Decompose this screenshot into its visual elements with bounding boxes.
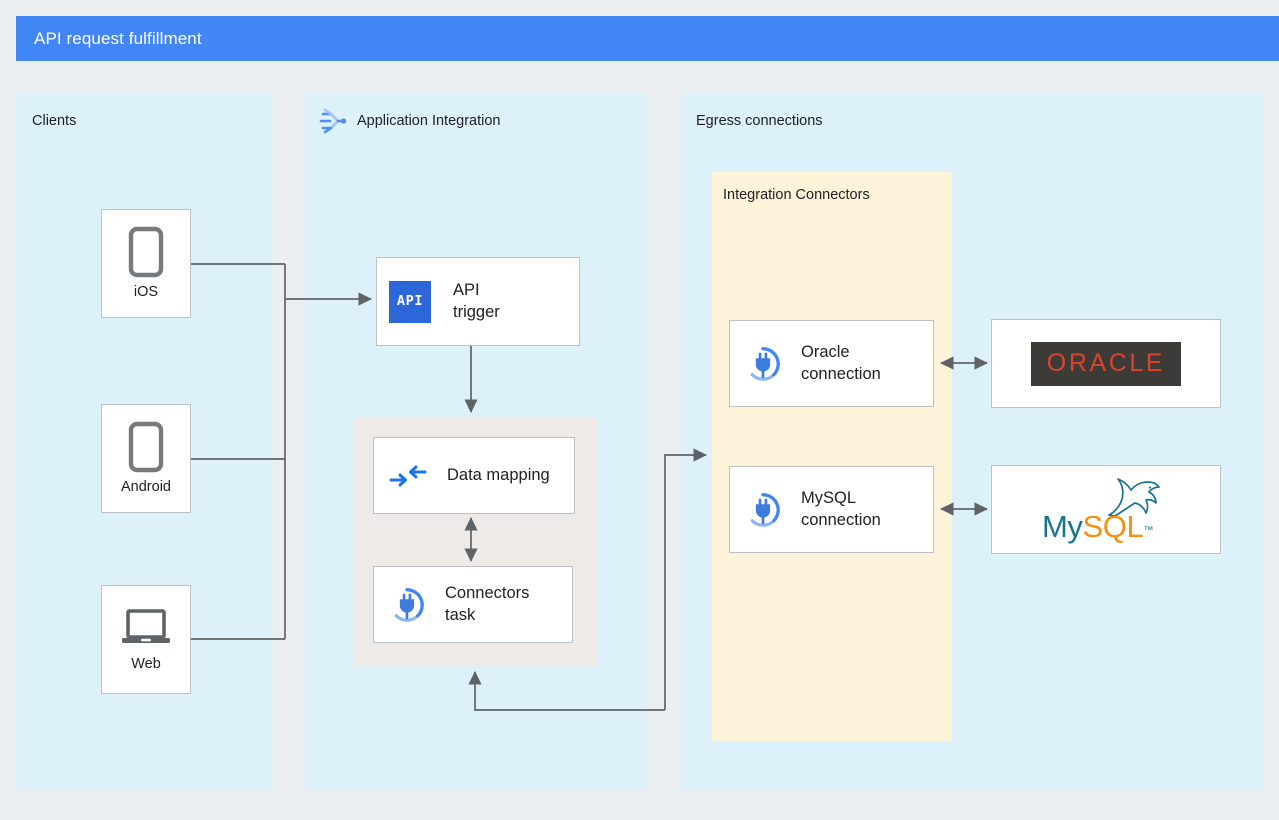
client-card-web[interactable]: Web bbox=[101, 585, 191, 694]
client-card-android[interactable]: Android bbox=[101, 404, 191, 513]
node-data-mapping[interactable]: Data mapping bbox=[373, 437, 575, 514]
oracle-wordmark: ORACLE bbox=[1046, 348, 1166, 377]
title-bar: API request fulfillment bbox=[16, 16, 1279, 61]
node-api-trigger[interactable]: API API trigger bbox=[376, 257, 580, 346]
subpanel-integration-connectors bbox=[712, 172, 952, 742]
connector-plug-icon bbox=[388, 586, 426, 624]
api-icon-text: API bbox=[396, 292, 424, 309]
application-integration-icon bbox=[317, 105, 349, 137]
node-label-oracle-connection: Oracle connection bbox=[801, 343, 881, 383]
connector-plug-icon bbox=[744, 345, 782, 383]
client-label-android: Android bbox=[121, 479, 171, 495]
mysql-logo: MySQL™ bbox=[1031, 472, 1181, 548]
phone-icon bbox=[128, 421, 164, 473]
node-mysql-connection[interactable]: MySQL connection bbox=[729, 466, 934, 553]
node-label-connectors-task: Connectors task bbox=[445, 584, 530, 624]
mysql-wordmark-sql: SQL bbox=[1082, 508, 1144, 544]
node-connectors-task[interactable]: Connectors task bbox=[373, 566, 573, 643]
node-label-api-trigger: API trigger bbox=[453, 281, 500, 321]
client-card-ios[interactable]: iOS bbox=[101, 209, 191, 318]
node-label-data-mapping: Data mapping bbox=[447, 465, 550, 484]
mysql-trademark: ™ bbox=[1143, 524, 1154, 536]
data-mapping-icon bbox=[388, 463, 428, 489]
oracle-logo: ORACLE bbox=[1030, 341, 1182, 386]
panel-label-application-integration: Application Integration bbox=[357, 113, 501, 129]
subpanel-label-integration-connectors: Integration Connectors bbox=[723, 187, 870, 203]
mysql-wordmark-my: My bbox=[1042, 508, 1083, 544]
logo-card-oracle: ORACLE bbox=[991, 319, 1221, 408]
client-label-web: Web bbox=[131, 656, 161, 672]
client-label-ios: iOS bbox=[133, 284, 159, 300]
panel-label-egress-connections: Egress connections bbox=[696, 113, 823, 129]
connector-plug-icon bbox=[744, 491, 782, 529]
laptop-icon bbox=[120, 607, 172, 649]
api-icon: API bbox=[389, 280, 431, 323]
logo-card-mysql: MySQL™ bbox=[991, 465, 1221, 554]
page-title: API request fulfillment bbox=[34, 28, 202, 48]
phone-icon bbox=[128, 226, 164, 278]
mysql-wordmark: MySQL™ bbox=[1042, 511, 1153, 542]
panel-label-clients: Clients bbox=[32, 113, 77, 129]
node-label-mysql-connection: MySQL connection bbox=[801, 489, 881, 529]
node-oracle-connection[interactable]: Oracle connection bbox=[729, 320, 934, 407]
mysql-dolphin-icon bbox=[1101, 472, 1163, 520]
